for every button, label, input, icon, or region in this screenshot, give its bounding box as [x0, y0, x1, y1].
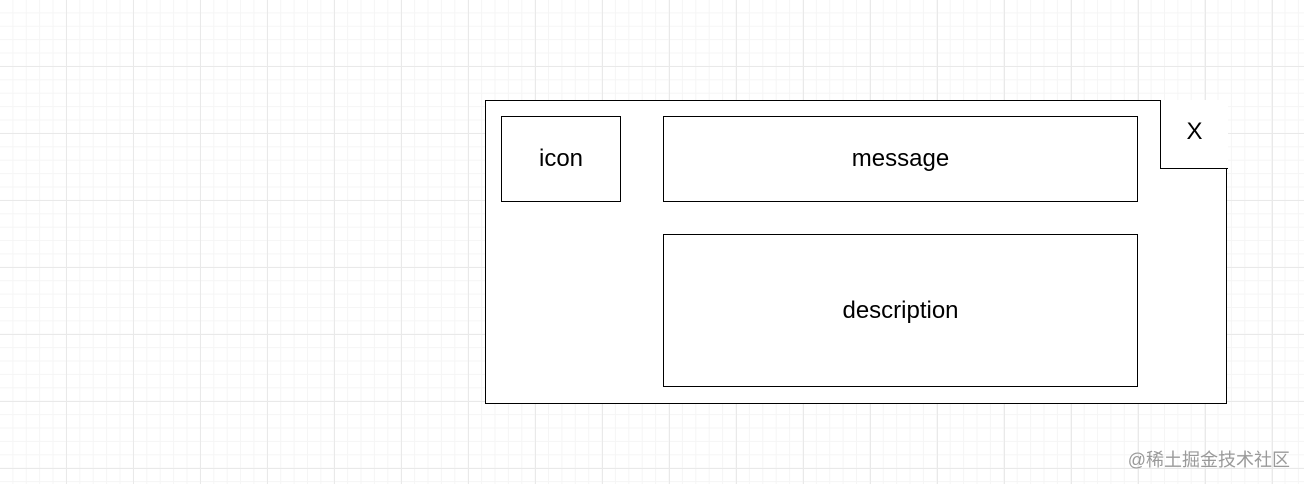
watermark: @稀土掘金技术社区	[1127, 450, 1290, 470]
icon-box: icon	[501, 116, 621, 202]
message-box: message	[663, 116, 1138, 202]
close-box-label: X	[1186, 118, 1203, 145]
close-box: X	[1160, 100, 1228, 169]
description-box: description	[663, 234, 1138, 387]
icon-box-label: icon	[538, 145, 584, 172]
notification-frame: icon message description X	[485, 100, 1228, 404]
message-box-label: message	[851, 145, 950, 172]
description-box-label: description	[842, 296, 959, 324]
